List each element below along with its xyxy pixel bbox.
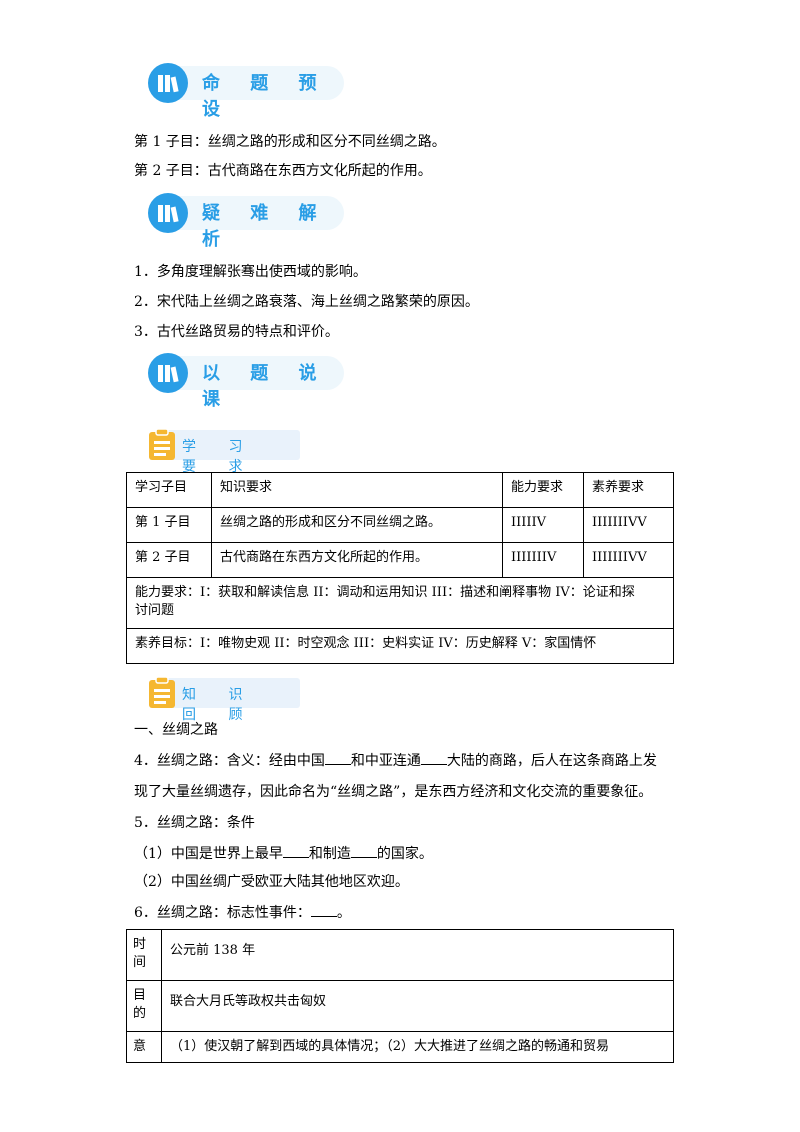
section-banner-mingti: 命 题 预 设 — [148, 60, 344, 120]
text-span: （1）中国是世界上最早 — [134, 846, 283, 862]
table-row: 第 1 子目 丝绸之路的形成和区分不同丝绸之路。 IIIIIV IIIIIIIV… — [126, 507, 674, 543]
mingti-item-1: 第 1 子目：丝绸之路的形成和区分不同丝绸之路。 — [134, 134, 446, 150]
table-row: 意 （1）使汉朝了解到西域的具体情况；（2）大大推进了丝绸之路的畅通和贸易 — [126, 1031, 674, 1063]
label-char: 的 — [133, 1006, 147, 1021]
label-char: 间 — [133, 955, 147, 970]
fill-blank[interactable] — [310, 902, 337, 917]
ability-note: 能力要求：I：获取和解读信息 II：调动和运用知识 III：描述和阐释事物 IV… — [126, 577, 674, 629]
table-cell: IIIIIV — [502, 507, 584, 543]
label-char: 意 — [133, 1039, 147, 1054]
subsection-title: 知 识 回 顾 — [182, 687, 257, 723]
table-header-cell: 素养要求 — [583, 472, 674, 508]
review-p5: 5．丝绸之路：条件 — [134, 815, 255, 831]
banner-pill — [162, 66, 344, 100]
row-value: （1）使汉朝了解到西域的具体情况；（2）大大推进了丝绸之路的畅通和贸易 — [161, 1031, 674, 1063]
banner-pill — [162, 196, 344, 230]
subbanner-pill — [160, 430, 300, 460]
fill-blank[interactable] — [282, 843, 309, 858]
review-p5-1: （1）中国是世界上最早 和制造 的国家。 — [134, 843, 433, 864]
text-span: 6．丝绸之路：标志性事件： — [134, 905, 311, 921]
section-banner-yiti: 以 题 说 课 — [148, 350, 344, 410]
review-heading: 一、丝绸之路 — [134, 722, 218, 738]
clipboard-icon — [146, 676, 180, 710]
text-span: 4．丝绸之路：含义：经由中国 — [134, 753, 325, 769]
text-span: 大陆的商路，后人在这条商路上发 — [446, 753, 657, 769]
row-label: 时 间 — [126, 929, 162, 981]
ability-note-line-2: 讨问题 — [135, 603, 175, 618]
table-row: 时 间 公元前 138 年 — [126, 929, 674, 981]
yinan-item-2: 2．宋代陆上丝绸之路衰落、海上丝绸之路繁荣的原因。 — [134, 294, 479, 310]
literacy-note: 素养目标：I：唯物史观 II：时空观念 III：史料实证 IV：历史解释 V：家… — [126, 628, 674, 664]
text-span: 和制造 — [308, 846, 351, 862]
table-cell: 第 1 子目 — [126, 507, 212, 543]
fill-blank[interactable] — [324, 750, 351, 765]
text-span: 的国家。 — [376, 846, 433, 862]
row-label: 意 — [126, 1031, 162, 1063]
table-header-cell: 知识要求 — [211, 472, 503, 508]
section-title: 疑 难 解 析 — [202, 203, 329, 250]
table-cell: 古代商路在东西方文化所起的作用。 — [211, 542, 503, 578]
table-cell: 丝绸之路的形成和区分不同丝绸之路。 — [211, 507, 503, 543]
subsection-banner-xuexi: 学 习 要 求 — [146, 428, 300, 475]
fill-blank[interactable] — [420, 750, 447, 765]
label-char: 目 — [133, 988, 147, 1003]
table-header-row: 学习子目 知识要求 能力要求 素养要求 — [126, 472, 674, 508]
table-header-cell: 学习子目 — [126, 472, 212, 508]
row-label: 目 的 — [126, 980, 162, 1032]
yinan-item-1: 1．多角度理解张骞出使西域的影响。 — [134, 264, 367, 280]
table-cell: IIIIIIIVV — [583, 507, 674, 543]
event-table: 时 间 公元前 138 年 目 的 联合大月氏等政权共击匈奴 意 （1）使汉朝了… — [126, 929, 674, 1063]
books-icon — [148, 353, 188, 393]
ability-note-line-1: 能力要求：I：获取和解读信息 II：调动和运用知识 III：描述和阐释事物 IV… — [135, 585, 635, 600]
banner-pill — [162, 356, 344, 390]
section-title: 命 题 预 设 — [202, 73, 329, 120]
section-title: 以 题 说 课 — [202, 363, 329, 410]
table-cell: 第 2 子目 — [126, 542, 212, 578]
requirements-table: 学习子目 知识要求 能力要求 素养要求 第 1 子目 丝绸之路的形成和区分不同丝… — [126, 472, 674, 664]
table-row: 素养目标：I：唯物史观 II：时空观念 III：史料实证 IV：历史解释 V：家… — [126, 628, 674, 664]
row-value: 公元前 138 年 — [161, 929, 674, 981]
review-p5-2: （2）中国丝绸广受欧亚大陆其他地区欢迎。 — [134, 874, 409, 890]
fill-blank[interactable] — [350, 843, 377, 858]
subsection-banner-zhishi: 知 识 回 顾 — [146, 676, 300, 723]
table-cell: IIIIIIIV — [502, 542, 584, 578]
table-cell: IIIIIIIVV — [583, 542, 674, 578]
table-row: 能力要求：I：获取和解读信息 II：调动和运用知识 III：描述和阐释事物 IV… — [126, 577, 674, 629]
clipboard-icon — [146, 428, 180, 462]
table-row: 第 2 子目 古代商路在东西方文化所起的作用。 IIIIIIIV IIIIIII… — [126, 542, 674, 578]
review-p4-line2: 现了大量丝绸遗存，因此命名为“丝绸之路”，是东西方经济和文化交流的重要象征。 — [134, 784, 653, 800]
mingti-item-2: 第 2 子目：古代商路在东西方文化所起的作用。 — [134, 163, 432, 179]
text-span: 。 — [336, 905, 351, 921]
review-p4: 4．丝绸之路：含义：经由中国 和中亚连通 大陆的商路，后人在这条商路上发 — [134, 750, 657, 771]
subbanner-pill — [160, 678, 300, 708]
yinan-item-3: 3．古代丝路贸易的特点和评价。 — [134, 324, 339, 340]
text-span: 和中亚连通 — [350, 753, 421, 769]
subsection-title: 学 习 要 求 — [182, 439, 257, 475]
books-icon — [148, 63, 188, 103]
section-banner-yinan: 疑 难 解 析 — [148, 190, 344, 250]
table-header-cell: 能力要求 — [502, 472, 584, 508]
row-value: 联合大月氏等政权共击匈奴 — [161, 980, 674, 1032]
label-char: 时 — [133, 937, 147, 952]
books-icon — [148, 193, 188, 233]
table-row: 目 的 联合大月氏等政权共击匈奴 — [126, 980, 674, 1032]
review-p6: 6．丝绸之路：标志性事件： 。 — [134, 902, 351, 923]
